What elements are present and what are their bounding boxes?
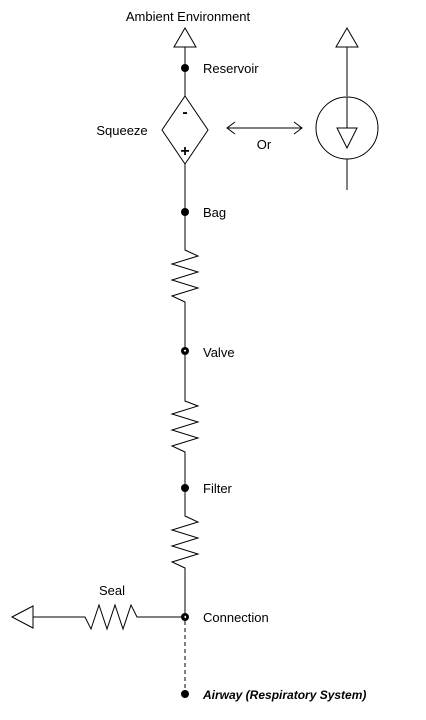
or-arrow-left-head: [226, 121, 236, 135]
or-label: Or: [257, 137, 272, 152]
valve-label: Valve: [203, 345, 235, 360]
or-arrow-right-head: [293, 121, 303, 135]
squeeze-plus-sign: +: [180, 143, 189, 160]
resistor-filter-connection: [170, 488, 200, 617]
seal-resistor: [33, 603, 185, 631]
reservoir-label: Reservoir: [203, 61, 259, 76]
airway-label: Airway (Respiratory System): [202, 688, 366, 702]
alt-ground-symbol: [335, 27, 359, 48]
current-source-arrow-head: [336, 127, 358, 150]
seal-ground-symbol: [10, 605, 34, 629]
resistor-bag-valve: [170, 212, 200, 351]
connection-label: Connection: [203, 610, 269, 625]
ambient-environment-label: Ambient Environment: [126, 9, 251, 24]
squeeze-minus-sign: -: [182, 104, 187, 121]
airway-node: [181, 690, 189, 698]
resistor-valve-filter: [170, 351, 200, 488]
bag-label: Bag: [203, 205, 226, 220]
squeeze-label: Squeeze: [96, 123, 147, 138]
seal-label: Seal: [99, 583, 125, 598]
filter-label: Filter: [203, 481, 233, 496]
ambient-ground-symbol: [173, 27, 197, 48]
